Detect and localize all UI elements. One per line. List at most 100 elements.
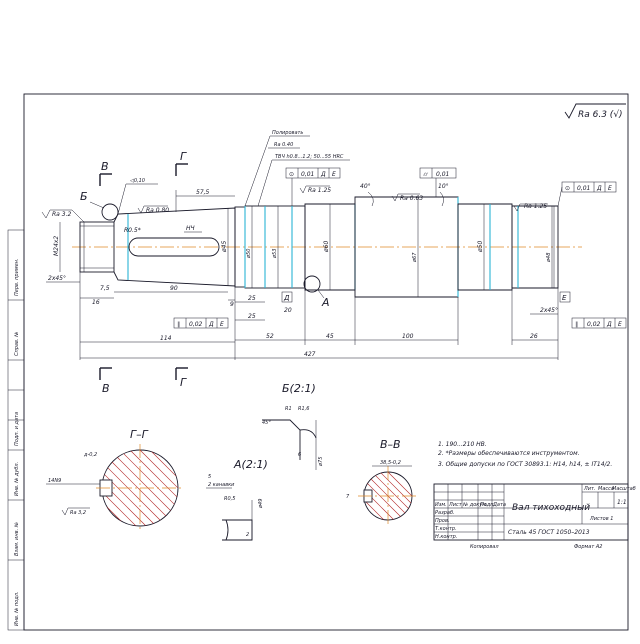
svg-text:В: В [102, 382, 110, 395]
svg-text:∥: ∥ [177, 321, 180, 328]
part-name: Вал тихоходный [512, 503, 590, 513]
part-material: Сталь 45 ГОСТ 1050–2013 [508, 529, 590, 536]
shaft-left-end [79, 221, 115, 273]
length-dims: 2x45° 16 7,5 90 9 25 25 20 114 52 45 100… [46, 189, 559, 360]
svg-text:Лит.: Лит. [583, 486, 596, 492]
view-a: А(2:1) 5 2 канавки R0,5 ø49 2 [206, 458, 268, 541]
svg-text:∥: ∥ [575, 321, 578, 328]
svg-text:Д: Д [596, 185, 602, 192]
svg-text:Е: Е [220, 321, 224, 328]
svg-text:2x45°: 2x45° [48, 275, 66, 282]
svg-text:26: 26 [530, 333, 538, 340]
svg-text:В–В: В–В [380, 438, 401, 451]
svg-text:ø50: ø50 [477, 241, 484, 253]
svg-text:2x45°: 2x45° [540, 307, 558, 314]
svg-text:114: 114 [160, 335, 172, 342]
svg-text:100: 100 [402, 333, 414, 340]
svg-text:ø67: ø67 [412, 252, 418, 263]
svg-text:Лист: Лист [448, 502, 463, 508]
svg-text:⊙: ⊙ [289, 171, 294, 178]
svg-text:38,5-0,2: 38,5-0,2 [380, 460, 401, 466]
keyway-slot [128, 237, 220, 257]
svg-text:2 канавки: 2 канавки [208, 482, 235, 488]
svg-text:Е: Е [608, 185, 612, 192]
svg-text:Г: Г [180, 150, 187, 163]
svg-text:ø49: ø49 [258, 499, 264, 509]
svg-text:Масса: Масса [598, 486, 614, 492]
svg-text:Формат А2: Формат А2 [574, 544, 602, 550]
svg-text:НЧ: НЧ [186, 225, 195, 232]
svg-text:А: А [321, 296, 330, 309]
svg-text:А(2:1): А(2:1) [233, 458, 268, 471]
title-block: Изм. Лист № докум. Подп. Дата Разраб. Пр… [433, 483, 636, 550]
svg-text:Б(2:1): Б(2:1) [282, 382, 316, 395]
tolerance-frames: ⊙ 0,01 Д Е ⌭ 0,01 ⊙ 0,01 Д Е ∥ 0,02 Д Е … [173, 167, 627, 329]
svg-text:В: В [101, 160, 109, 173]
section-marks: В Г В Г [99, 150, 188, 395]
svg-text:ø48: ø48 [546, 253, 552, 263]
svg-text:Дата: Дата [492, 502, 506, 508]
svg-text:ø60: ø60 [323, 241, 330, 253]
svg-text:Д: Д [320, 171, 326, 178]
svg-text:52: 52 [266, 333, 274, 340]
svg-text:Д: Д [606, 321, 612, 328]
svg-text:Н.контр.: Н.контр. [435, 534, 457, 540]
svg-text:Е: Е [562, 294, 567, 302]
svg-text:25: 25 [248, 295, 256, 302]
svg-text:ø53: ø53 [272, 249, 278, 259]
svg-text:7: 7 [346, 494, 350, 500]
svg-text:Ra 0.40: Ra 0.40 [274, 142, 293, 148]
svg-text:Ra 0.63: Ra 0.63 [400, 195, 423, 202]
diameter-dims: M24x2 ø45 ø50 ø53 ø60 ø67 ø50 ø48 [53, 197, 553, 297]
svg-text:10°: 10° [438, 183, 449, 190]
section-vv: В–В 38,5-0,2 7 [346, 438, 418, 526]
svg-text:Д: Д [283, 294, 290, 302]
svg-text:57,5: 57,5 [196, 189, 210, 196]
svg-text:427: 427 [304, 351, 316, 358]
svg-text:⌭: ⌭ [423, 171, 429, 178]
stamp-6: Инв. № подл. [14, 592, 20, 627]
svg-text:40°: 40° [360, 183, 371, 190]
svg-text:ø50: ø50 [246, 249, 252, 259]
svg-text:9: 9 [230, 301, 234, 308]
svg-text:25: 25 [248, 313, 256, 320]
svg-text:45°: 45° [262, 420, 271, 426]
stamp-5: Взам. инв. № [14, 522, 20, 556]
svg-text:20: 20 [284, 307, 292, 314]
note-1: 1. 190...210 НВ. [438, 441, 487, 448]
technical-notes: 1. 190...210 НВ. 2. *Размеры обеспечиваю… [438, 441, 612, 468]
stamp-3: Подп. и дата [14, 412, 20, 446]
roughness-general: Ra 6.3 (√) [564, 103, 626, 120]
svg-text:Ra 3.2: Ra 3.2 [52, 211, 71, 218]
svg-text:5: 5 [208, 474, 211, 480]
detail-markers: Б А [80, 190, 330, 309]
svg-text:Е: Е [332, 171, 336, 178]
view-b: Б(2:1) R1 R1,6 45° ø75 6 [262, 382, 324, 470]
svg-text:1:1: 1:1 [617, 499, 627, 506]
svg-text:Ra 6.3 (√): Ra 6.3 (√) [578, 109, 623, 120]
svg-text:ø45: ø45 [221, 241, 228, 253]
svg-text:45: 45 [326, 333, 334, 340]
svg-text:Е: Е [618, 321, 622, 328]
svg-text:Масштаб: Масштаб [612, 486, 636, 492]
svg-text:Пров.: Пров. [435, 518, 450, 524]
stamp-4: Инв. № дубл. [14, 462, 20, 496]
svg-text:Изм.: Изм. [435, 502, 447, 508]
note-2: 2. *Размеры обеспечиваются инструментом. [438, 450, 580, 457]
svg-text:№ докум.: № докум. [462, 502, 488, 508]
svg-text:Полировать: Полировать [272, 130, 303, 136]
svg-text:◁0,10: ◁0,10 [130, 178, 145, 184]
svg-text:2: 2 [246, 532, 249, 538]
svg-text:Ra 3,2: Ra 3,2 [70, 510, 86, 516]
svg-text:14N9: 14N9 [48, 478, 61, 484]
sheet-frame [23, 93, 629, 631]
svg-text:ø75: ø75 [318, 457, 324, 467]
svg-text:Подп.: Подп. [480, 502, 495, 508]
svg-text:0,02: 0,02 [587, 321, 601, 328]
svg-text:Б: Б [80, 190, 88, 203]
svg-text:R1,6: R1,6 [298, 406, 309, 412]
svg-text:д-0,2: д-0,2 [83, 452, 97, 458]
svg-text:R0.5*: R0.5* [124, 227, 141, 234]
